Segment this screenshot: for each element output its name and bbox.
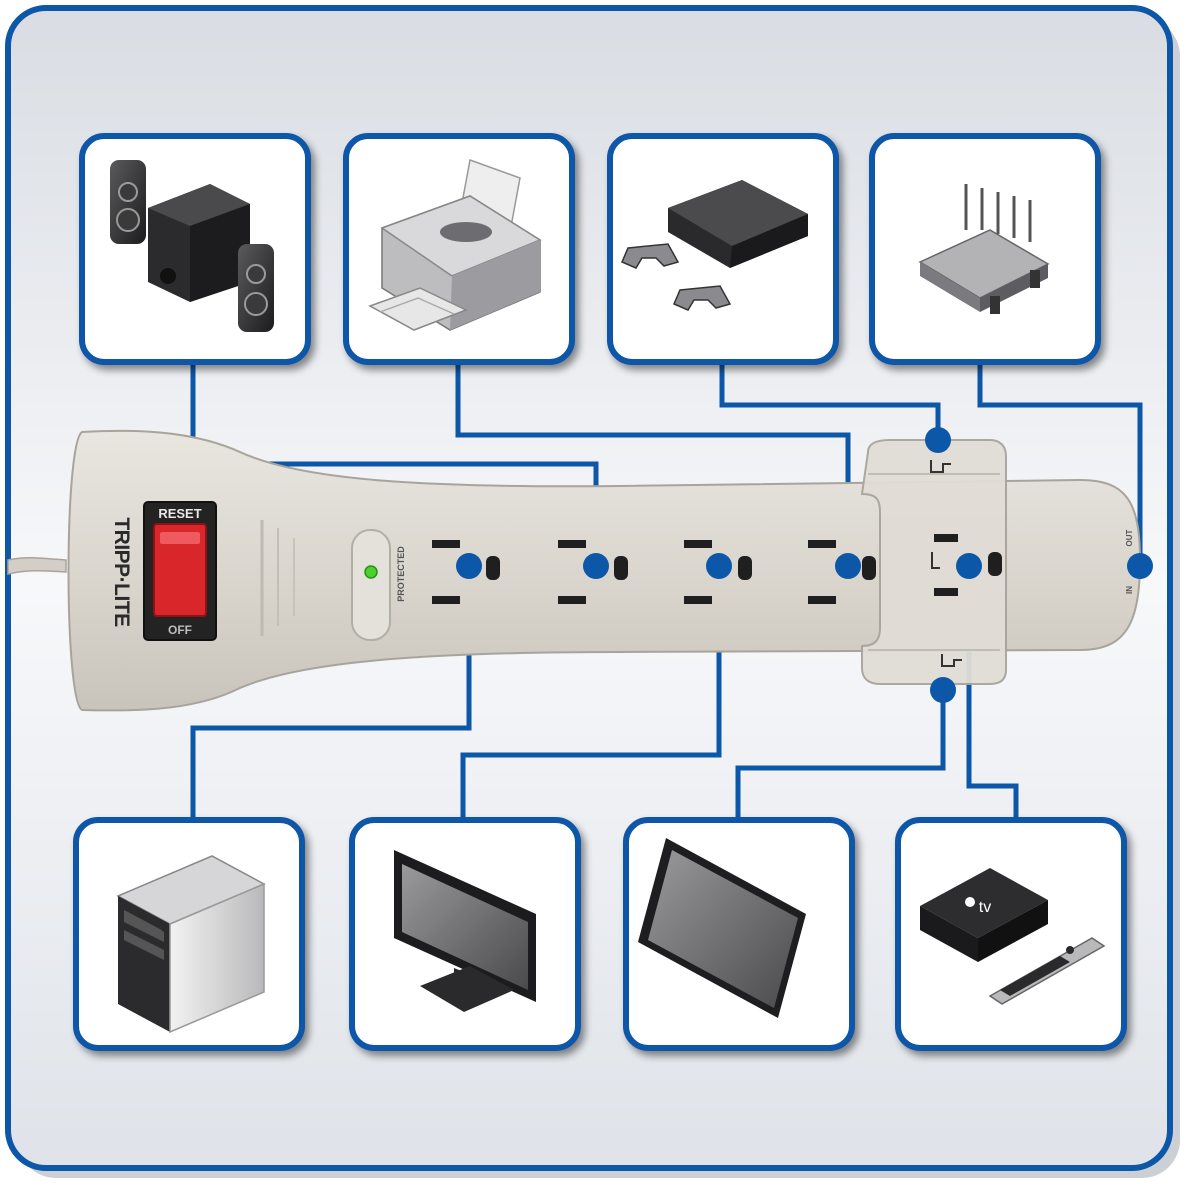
outlet-3 <box>684 540 752 604</box>
remote-icon <box>988 937 1106 1005</box>
reset-label: RESET <box>158 506 201 521</box>
off-label: OFF <box>168 623 192 637</box>
outlet-5 <box>934 534 1002 596</box>
controller-icon <box>621 243 732 311</box>
protected-label: PROTECTED <box>396 546 406 602</box>
brand-logo: TRIPP·LITE <box>110 517 133 627</box>
router-icon <box>918 184 1050 314</box>
speakers-icon <box>110 160 274 332</box>
in-label: IN <box>1125 586 1134 594</box>
monitor-icon <box>394 850 536 1012</box>
out-label: OUT <box>1125 529 1134 546</box>
outlet-2 <box>558 540 628 604</box>
reset-switch[interactable] <box>153 523 207 617</box>
adapter-plug-icon <box>930 460 962 667</box>
indicator-panel <box>351 529 391 641</box>
tablet-icon <box>638 838 806 1018</box>
outlet-4 <box>808 540 876 604</box>
desktop-computer-icon <box>116 855 266 1034</box>
game-console-icon <box>621 180 808 311</box>
outlet-1 <box>432 540 500 604</box>
printer-icon <box>368 158 542 331</box>
connector-dots <box>456 427 1153 703</box>
streaming-box-icon: tv <box>920 868 1106 1005</box>
appletv-logo: tv <box>979 899 991 916</box>
protected-indicator-light <box>364 565 378 579</box>
apple-logo-icon <box>965 897 975 907</box>
